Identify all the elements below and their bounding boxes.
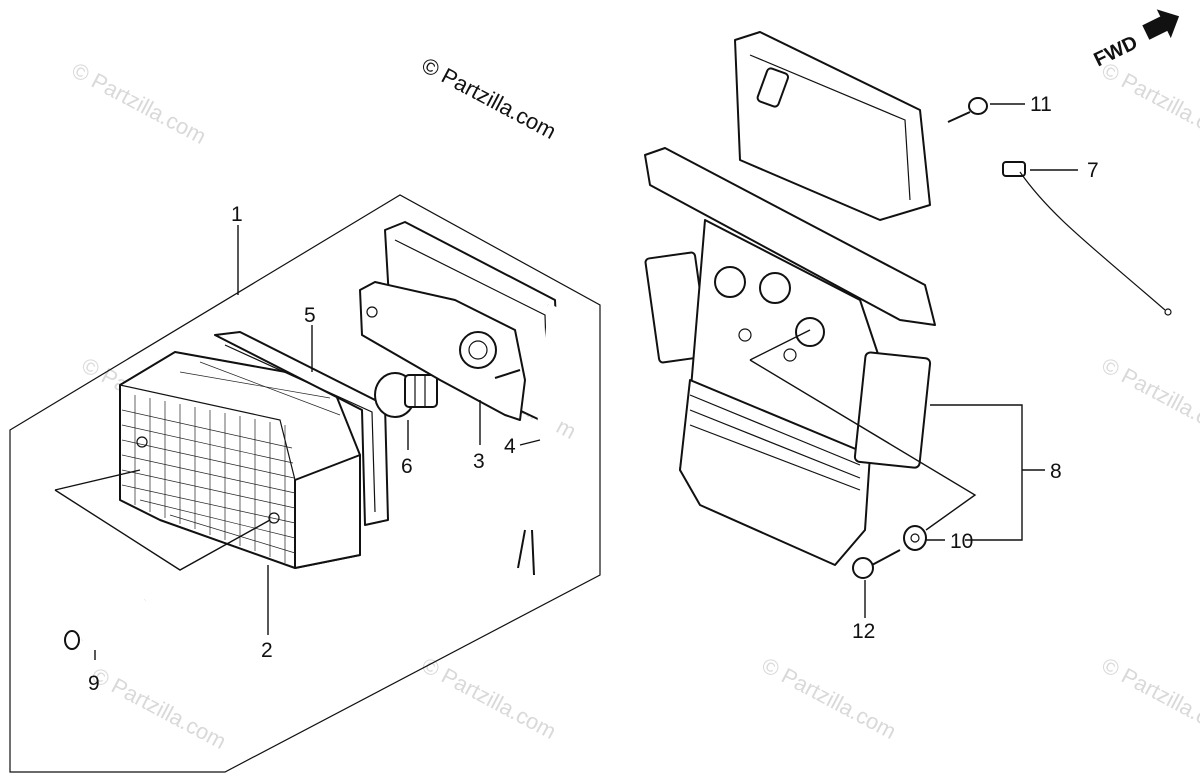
callout-2: 2: [261, 639, 273, 662]
watermark-9: © Partzilla.com: [418, 652, 561, 744]
lens-screw-hole-upper: [136, 436, 148, 448]
callout-3: 3: [473, 450, 485, 473]
callouts: 1 5 6 3 4 2 9 11 7 8 10 12: [88, 93, 1099, 695]
washer-10: [903, 525, 927, 551]
fwd-arrow-icon: [1142, 9, 1180, 40]
watermark-11: © Partzilla.com: [1098, 652, 1200, 744]
callout-5: 5: [304, 304, 316, 327]
watermark-1: © Partzilla.com: [68, 57, 211, 149]
assembly-outline: [9, 194, 601, 773]
callout-7: 7: [1087, 159, 1099, 182]
watermark-6: © Partzilla.com: [1098, 352, 1200, 444]
forward-direction-arrow: FWD: [1091, 9, 1180, 71]
copyright-text: © Partzilla.com: [418, 52, 561, 144]
wire-harness: [517, 303, 587, 576]
lens-grid: [121, 361, 341, 563]
watermark-10: © Partzilla.com: [758, 652, 901, 744]
license-bracket: [644, 31, 936, 566]
taillight-lens: [119, 351, 361, 569]
lens-screw: [64, 598, 146, 650]
watermark-2: © Partzilla.com: [1098, 57, 1200, 149]
callout-6: 6: [401, 455, 413, 478]
callout-8: 8: [1050, 460, 1062, 483]
callout-1: 1: [231, 203, 243, 226]
leader-lines: [54, 103, 1078, 660]
callout-12: 12: [852, 620, 875, 643]
callout-4: 4: [504, 435, 516, 458]
lens-gasket: [214, 331, 389, 526]
license-light-wire-7: [1002, 161, 1172, 316]
taillight-case: [359, 221, 561, 421]
callout-9: 9: [88, 672, 100, 695]
watermark-8: © Partzilla.com: [88, 662, 231, 754]
lens-screw-hole-lower: [268, 512, 280, 524]
callout-10: 10: [950, 530, 973, 553]
bolt-11: [947, 97, 988, 123]
callout-11: 11: [1030, 93, 1052, 116]
bolt-12: [852, 549, 901, 579]
bulb: [374, 372, 438, 418]
